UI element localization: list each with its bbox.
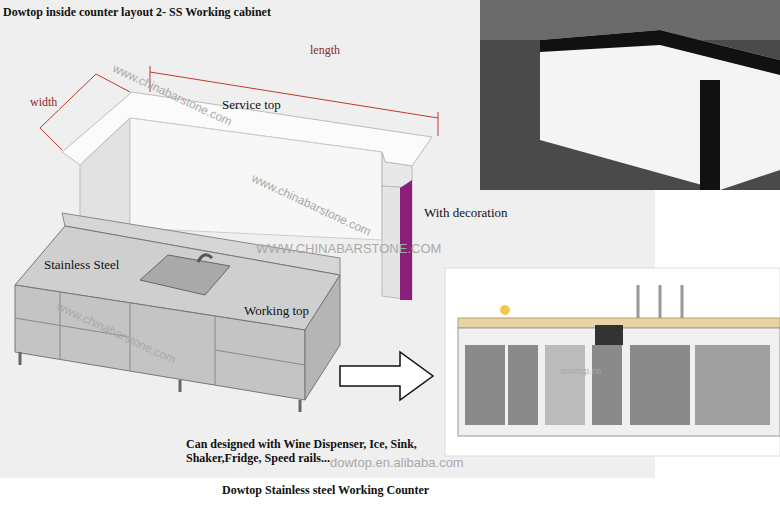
title: Dowtop inside counter layout 2- SS Worki… [3, 6, 271, 20]
render-glass [500, 305, 510, 315]
part-label: With decoration [424, 206, 508, 221]
counter-end [382, 152, 412, 188]
photo [480, 0, 780, 190]
dimension-lines [40, 66, 438, 150]
dimension-label: width [28, 96, 59, 110]
caption: Dowtop Stainless steel Working Counter [222, 484, 429, 498]
faucet [198, 255, 212, 262]
cabinet-front [15, 285, 305, 400]
watermark: WWW.CHINABARSTONE.COM [256, 242, 441, 257]
sink [140, 255, 230, 295]
render-modules [465, 345, 770, 425]
dimension-label: length [308, 44, 342, 58]
part-label: Service top [222, 98, 281, 113]
decoration-panel [400, 180, 412, 300]
watermark: dowtop.cn [560, 366, 601, 376]
render-taps [638, 285, 682, 318]
watermark: dowtop.en.alibaba.com [330, 456, 464, 471]
cabinet-side [305, 275, 340, 400]
part-label: Stainless Steel [44, 258, 119, 273]
arrow [340, 352, 433, 400]
part-label: Working top [244, 304, 309, 319]
photo-countertop [540, 30, 780, 75]
render-screen [595, 325, 623, 345]
photo-counter [540, 30, 780, 190]
counter-back [130, 118, 382, 240]
render [445, 268, 780, 456]
photo-end [700, 80, 720, 190]
